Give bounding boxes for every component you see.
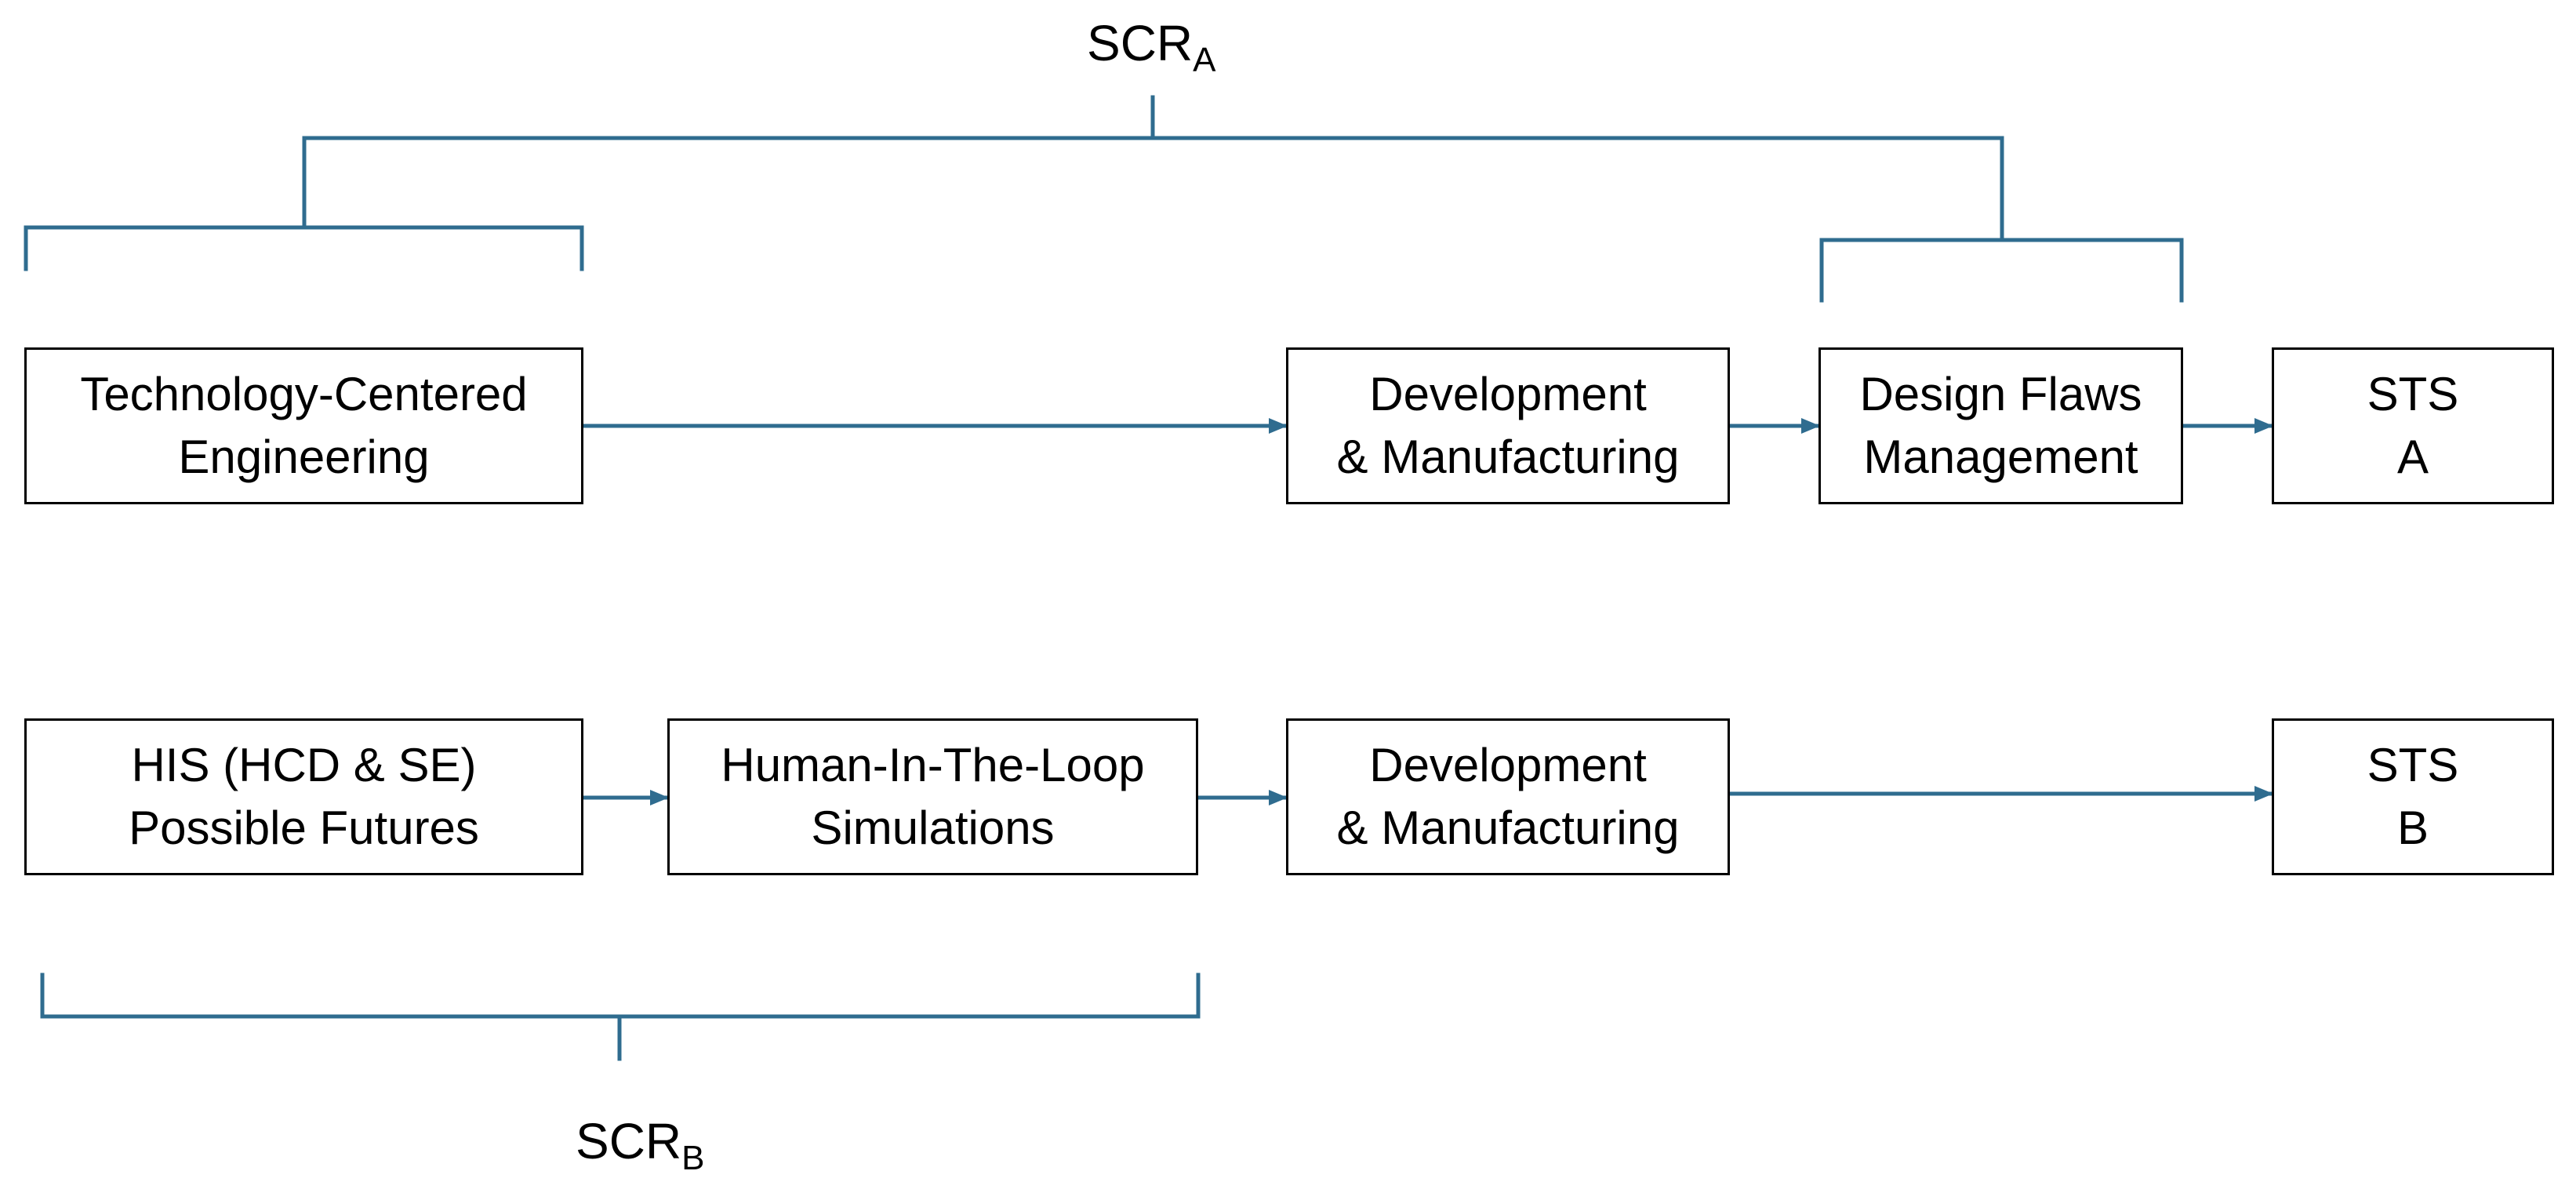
box-line-1: HIS (HCD & SE) xyxy=(131,739,477,791)
scr-b-main: SCR xyxy=(576,1113,682,1169)
box-line-2: & Manufacturing xyxy=(1336,431,1680,483)
scr-a-subscript: A xyxy=(1193,41,1216,79)
box-design-flaws-management: Design Flaws Management xyxy=(1818,347,2183,504)
box-text: Development & Manufacturing xyxy=(1337,734,1680,860)
box-line-2: Simulations xyxy=(811,802,1055,854)
box-text: HIS (HCD & SE) Possible Futures xyxy=(129,734,479,860)
bottom-row-arrows xyxy=(582,786,2273,805)
box-text: STS A xyxy=(2367,363,2459,489)
box-technology-centered-engineering: Technology-Centered Engineering xyxy=(24,347,583,504)
box-line-1: Design Flaws xyxy=(1859,368,2142,420)
box-line-1: STS xyxy=(2367,739,2459,791)
box-line-1: STS xyxy=(2367,368,2459,420)
box-line-2: B xyxy=(2396,802,2429,854)
scr-a-bracket xyxy=(24,95,2184,303)
box-his-possible-futures: HIS (HCD & SE) Possible Futures xyxy=(24,718,583,875)
box-line-1: Human-In-The-Loop xyxy=(721,739,1145,791)
box-line-1: Technology-Centered xyxy=(80,368,528,420)
box-text: Development & Manufacturing xyxy=(1337,363,1680,489)
scr-b-bracket xyxy=(40,973,1201,1061)
box-line-2: Engineering xyxy=(178,431,430,483)
box-sts-a: STS A xyxy=(2272,347,2554,504)
box-human-in-the-loop-simulations: Human-In-The-Loop Simulations xyxy=(667,718,1198,875)
box-line-1: Development xyxy=(1369,739,1647,791)
box-text: STS B xyxy=(2367,734,2459,860)
scr-a-label: SCRA xyxy=(1087,14,1215,79)
box-text: Technology-Centered Engineering xyxy=(80,363,527,489)
box-text: Human-In-The-Loop Simulations xyxy=(721,734,1144,860)
box-sts-b: STS B xyxy=(2272,718,2554,875)
scr-a-main: SCR xyxy=(1087,15,1194,71)
box-development-manufacturing-a: Development & Manufacturing xyxy=(1286,347,1730,504)
scr-b-subscript: B xyxy=(681,1139,705,1177)
box-line-2: Management xyxy=(1863,431,2138,483)
box-line-1: Development xyxy=(1369,368,1647,420)
scr-b-label: SCRB xyxy=(576,1112,704,1177)
box-line-2: A xyxy=(2396,431,2429,483)
box-development-manufacturing-b: Development & Manufacturing xyxy=(1286,718,1730,875)
box-line-2: & Manufacturing xyxy=(1336,802,1680,854)
box-text: Design Flaws Management xyxy=(1859,363,2142,489)
box-line-2: Possible Futures xyxy=(129,802,479,854)
